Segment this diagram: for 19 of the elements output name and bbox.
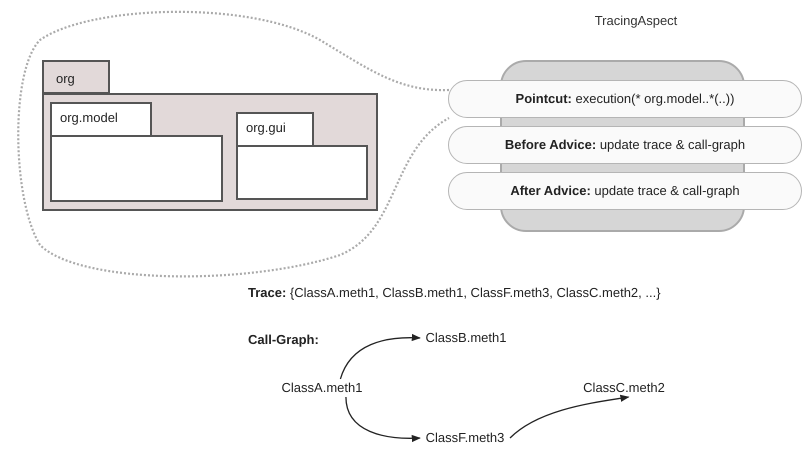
call-arrow <box>510 394 630 438</box>
method-label: ClassA.meth1 <box>276 379 368 397</box>
aspect-row: Before Advice: update trace & call-graph <box>448 126 802 164</box>
call-arrow <box>345 396 421 442</box>
aspect-title: TracingAspect <box>594 12 678 30</box>
package-tab: org.gui <box>236 112 314 147</box>
method-label: ClassC.meth2 <box>578 379 670 397</box>
call-graph-heading: Call-Graph: <box>248 331 319 349</box>
trace-text: Trace: {ClassA.meth1, ClassB.meth1, ClassF.meth3, ClassC.meth2, ...} <box>248 284 661 302</box>
method-label: ClassF.meth3 <box>420 429 510 447</box>
package-tab: org <box>42 60 110 94</box>
package-folder <box>50 102 223 202</box>
aspect-row: After Advice: update trace & call-graph <box>448 172 802 210</box>
package-tab: org.model <box>50 102 152 137</box>
aspect-row: Pointcut: execution(* org.model..*(..)) <box>448 80 802 118</box>
package-folder <box>236 112 368 200</box>
package-folder <box>42 60 378 212</box>
method-label: ClassB.meth1 <box>420 329 512 347</box>
call-arrow <box>340 334 421 380</box>
